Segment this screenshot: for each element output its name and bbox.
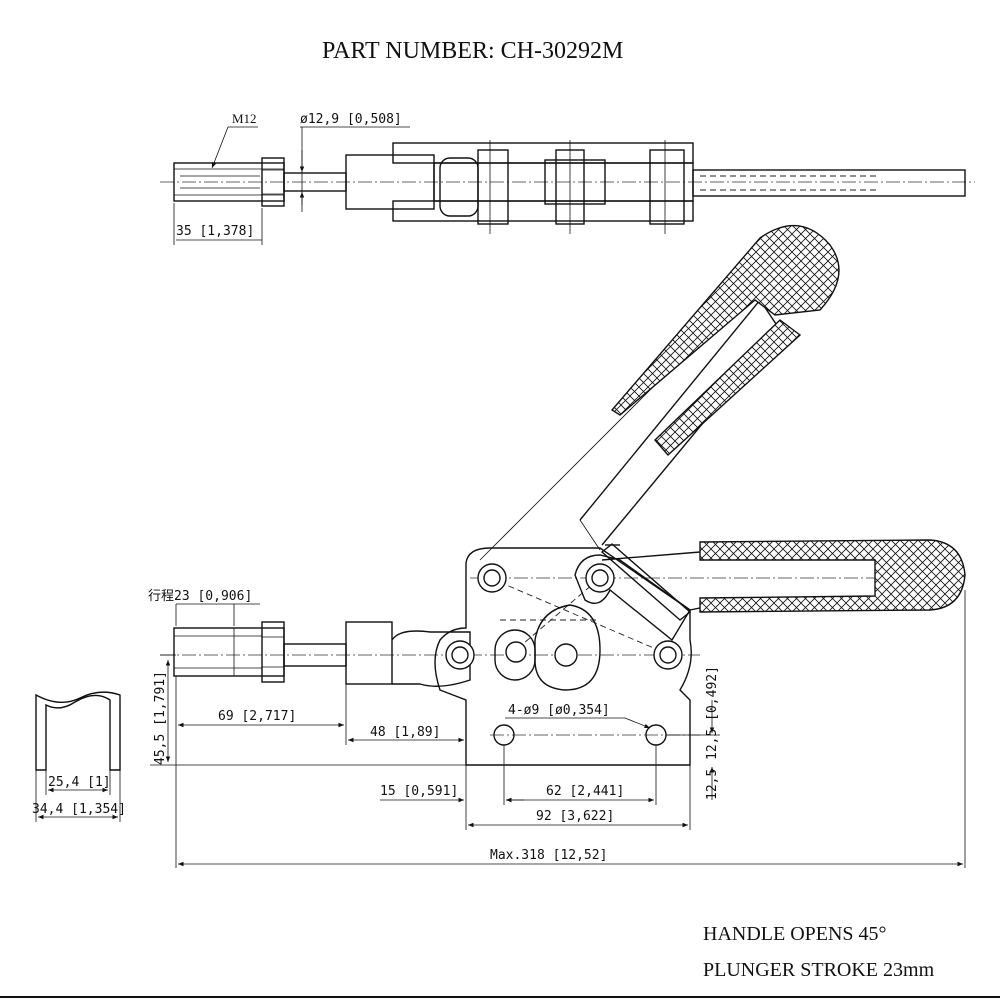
diameter-dim: ø12,9 [0,508] [300, 112, 402, 127]
outer-width-dim: 34,4 [1,354] [32, 802, 126, 817]
body-len-dim: 48 [1,89] [370, 725, 440, 740]
handle-opens-note: HANDLE OPENS 45° [703, 923, 887, 945]
plunger-stroke-note: PLUNGER STROKE 23mm [703, 959, 935, 981]
part-number-title: PART NUMBER: CH-30292M [322, 38, 623, 64]
hole-offset-dim: 12,5 [0,492] [705, 666, 720, 760]
inner-width-dim: 25,4 [1] [48, 775, 111, 790]
hex-nut-side [173, 621, 285, 683]
plunger-body-side [345, 621, 393, 685]
hex-length-dim: 35 [1,378] [176, 224, 254, 239]
closed-handle [600, 539, 966, 621]
open-handle [479, 224, 840, 561]
svg-text:12,5: 12,5 [705, 769, 720, 800]
thread-label: M12 [232, 111, 257, 126]
side-dimensions: 行程23 [0,906] 45,5 [1,791] 69 [2,717] 48 … [148, 589, 966, 868]
base-section: 25,4 [1] 34,4 [1,354] [32, 691, 126, 822]
side-view [160, 539, 966, 766]
max-len-dim: Max.318 [12,52] [490, 848, 607, 863]
handle-rod-top [692, 169, 966, 197]
top-view: M12 ø12,9 [0,508] 35 [1,378] [160, 111, 975, 245]
height-dim: 45,5 [1,791] [153, 671, 168, 765]
stroke-dim: 行程23 [0,906] [148, 589, 252, 604]
base-len-dim: 92 [3,622] [536, 809, 614, 824]
hole-spacing-dim: 62 [2,441] [546, 784, 624, 799]
plunger-len-dim: 69 [2,717] [218, 709, 296, 724]
hole-edge-dim: 15 [0,591] [380, 784, 458, 799]
clamp-base [434, 547, 692, 766]
holes-dim: 4-ø9 [ø0,354] [508, 703, 610, 718]
